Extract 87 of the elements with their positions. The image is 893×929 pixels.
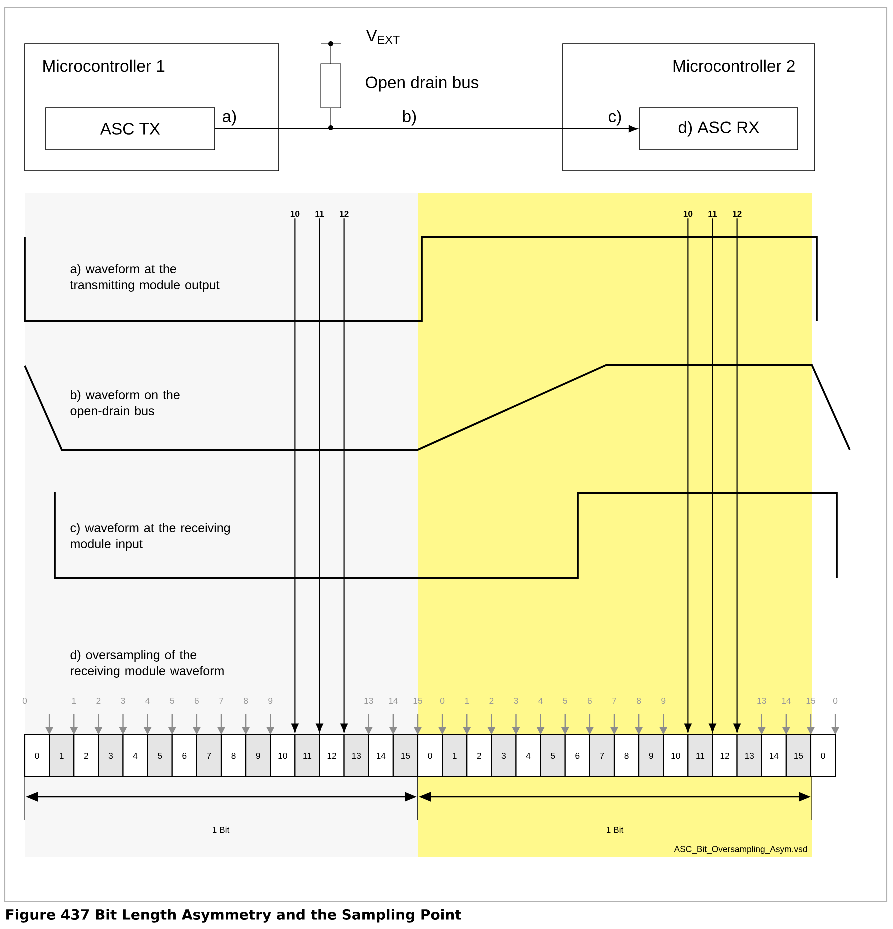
- point-label: b): [403, 110, 416, 126]
- sample-point-number: 11: [708, 211, 718, 217]
- table-cell: 8: [614, 734, 640, 778]
- arrow: [340, 218, 348, 733]
- sample-point-number: 12: [733, 211, 742, 218]
- sample-point-number: 10: [290, 210, 300, 218]
- table-cell: 10: [663, 734, 689, 778]
- dimension-label: 1 Bit: [213, 826, 230, 834]
- table-cell: 11: [688, 734, 714, 778]
- sample-number: 7: [220, 698, 224, 704]
- table-cell: 0: [24, 734, 50, 778]
- module-box: d) ASC RX: [640, 108, 798, 150]
- file-name: ASC_Bit_Oversampling_Asym.vsd: [674, 846, 808, 854]
- dimension-label: 1 Bit: [607, 826, 624, 834]
- sample-number: 8: [637, 698, 642, 704]
- table-cell: 12: [712, 734, 738, 778]
- table-cell: 9: [638, 734, 664, 778]
- sample-number: 5: [563, 698, 568, 704]
- arrow: [292, 218, 299, 733]
- sample-number: 1: [72, 698, 76, 704]
- sample-number: 1: [465, 698, 470, 704]
- sample-number: 3: [514, 698, 518, 704]
- table-cell: 6: [564, 734, 590, 778]
- table-cell: 0: [417, 734, 444, 778]
- voltage-label: V$_{EXT}$: [366, 30, 400, 44]
- waveform-caption: b) waveform on the open-drain bus: [70, 390, 180, 418]
- table-cell: 2: [74, 734, 100, 778]
- arrow: [709, 218, 716, 733]
- sample-number: 4: [146, 698, 150, 704]
- arrow: [215, 125, 638, 133]
- sample-number: 9: [268, 698, 273, 704]
- table-cell: 14: [761, 734, 787, 778]
- sample-point-number: 10: [684, 210, 693, 218]
- sample-number: 0: [440, 698, 445, 704]
- table-cell: 15: [786, 734, 812, 778]
- module-box: ASC TX: [46, 108, 216, 150]
- sample-number: 7: [612, 698, 616, 704]
- sample-number: 2: [96, 698, 101, 704]
- sample-point-number: 12: [340, 211, 349, 218]
- table-cell: 1: [442, 734, 468, 778]
- waveform-caption: a) waveform at the transmitting module output: [70, 264, 220, 292]
- table-cell: 1: [49, 734, 75, 778]
- sample-number: 0: [833, 698, 838, 704]
- table-cell: 5: [147, 734, 173, 778]
- table-cell: 15: [392, 734, 419, 778]
- arrow: [734, 218, 741, 733]
- sample-number: 4: [538, 698, 543, 704]
- table-cell: 7: [196, 734, 222, 778]
- table-cell: 7: [589, 734, 616, 778]
- bus-label: Open drain bus: [366, 76, 479, 92]
- table-cell: 3: [98, 734, 124, 778]
- sample-number: 5: [170, 698, 174, 704]
- sample-number: 14: [782, 698, 791, 704]
- table-cell: 4: [516, 734, 542, 778]
- table-cell: 13: [344, 734, 370, 778]
- sample-number: 0: [22, 698, 28, 704]
- sample-number: 13: [364, 698, 374, 704]
- sample-number: 3: [121, 698, 126, 704]
- point-label: a): [222, 110, 236, 126]
- table-cell: 11: [294, 734, 320, 778]
- sample-number: 6: [194, 698, 199, 704]
- sample-number: 15: [414, 698, 422, 704]
- sample-point-number: 11: [316, 211, 324, 217]
- sample-number: 6: [588, 698, 592, 704]
- point-label: c): [608, 110, 622, 126]
- table-cell: 14: [368, 734, 394, 778]
- sample-number: 13: [758, 698, 766, 704]
- table-cell: 3: [491, 734, 517, 778]
- table-cell: 5: [540, 734, 566, 778]
- arrow: [684, 218, 692, 733]
- table-cell: 2: [466, 734, 492, 778]
- table-cell: 12: [319, 734, 345, 778]
- arrow: [316, 218, 324, 733]
- table-cell: 8: [220, 734, 247, 778]
- table-cell: 9: [246, 734, 272, 778]
- sample-number: 9: [662, 698, 666, 704]
- sample-number: 8: [244, 698, 248, 704]
- sample-number: 2: [490, 698, 494, 704]
- figure-caption: Figure 437 Bit Length Asymmetry and the Sampling Point: [6, 909, 462, 923]
- table-cell: 0: [810, 734, 836, 778]
- waveform-caption: d) oversampling of the receiving module waveform: [70, 650, 224, 678]
- table-cell: 6: [172, 734, 198, 778]
- waveform-caption: c) waveform at the receiving module input: [70, 523, 230, 551]
- table-cell: 4: [122, 734, 148, 778]
- table-cell: 13: [736, 734, 762, 778]
- sample-number: 14: [389, 698, 398, 704]
- table-cell: 10: [270, 734, 296, 778]
